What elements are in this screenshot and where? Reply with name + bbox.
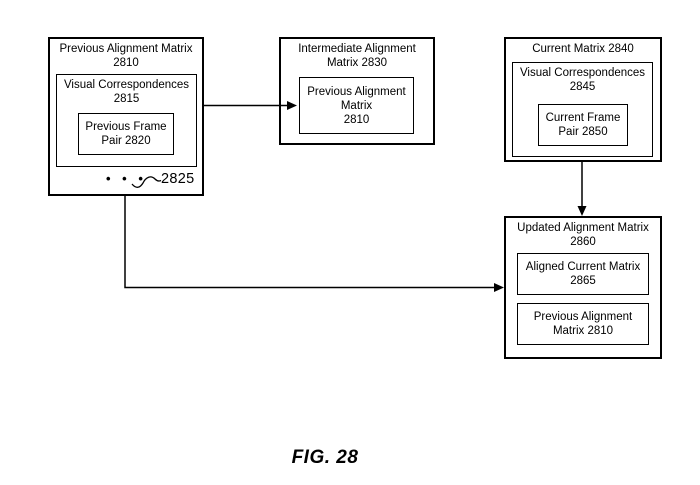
box-visual-correspondences-2845: Visual Correspondences 2845 [512, 62, 653, 157]
box-updated-previous-alignment-matrix-title: Previous Alignment Matrix 2810 [533, 311, 633, 337]
box-visual-correspondences-2815: Visual Correspondences 2815 [56, 74, 197, 167]
arrow-previous-to-updated [124, 196, 504, 292]
box-previous-alignment-matrix: Previous Alignment Matrix 2810 [48, 37, 204, 196]
ellipsis-dots: • • • [106, 171, 147, 186]
box-current-frame-pair-2850-title: Current Frame Pair 2850 [545, 112, 621, 138]
arrow-current-to-updated [577, 162, 587, 216]
box-previous-frame-pair-2820-title: Previous Frame Pair 2820 [85, 121, 167, 147]
box-intermediate-previous-alignment-matrix: Previous Alignment Matrix 2810 [299, 77, 414, 134]
box-visual-correspondences-2845-title: Visual Correspondences 2845 [519, 67, 646, 93]
box-current-frame-pair-2850: Current Frame Pair 2850 [538, 104, 628, 146]
box-updated-alignment-matrix-title: Updated Alignment Matrix 2860 [517, 222, 649, 248]
reference-numeral-2825: 2825 [161, 171, 195, 187]
box-intermediate-previous-alignment-matrix-title: Previous Alignment Matrix 2810 [307, 85, 406, 126]
box-aligned-current-matrix-2865-title: Aligned Current Matrix 2865 [525, 261, 641, 287]
box-intermediate-alignment-matrix-title: Intermediate Alignment Matrix 2830 [298, 43, 416, 69]
box-aligned-current-matrix-2865: Aligned Current Matrix 2865 [517, 253, 649, 295]
box-visual-correspondences-2815-title: Visual Correspondences 2815 [63, 79, 190, 105]
box-previous-alignment-matrix-title: Previous Alignment Matrix 2810 [59, 43, 193, 69]
box-updated-previous-alignment-matrix: Previous Alignment Matrix 2810 [517, 303, 649, 345]
box-current-matrix: Current Matrix 2840 [504, 37, 662, 162]
box-intermediate-alignment-matrix: Intermediate Alignment Matrix 2830 [279, 37, 435, 145]
box-current-matrix-title: Current Matrix 2840 [532, 43, 634, 55]
box-previous-frame-pair-2820: Previous Frame Pair 2820 [78, 113, 174, 155]
figure-caption: FIG. 28 [291, 447, 359, 468]
box-updated-alignment-matrix: Updated Alignment Matrix 2860 [504, 216, 662, 359]
